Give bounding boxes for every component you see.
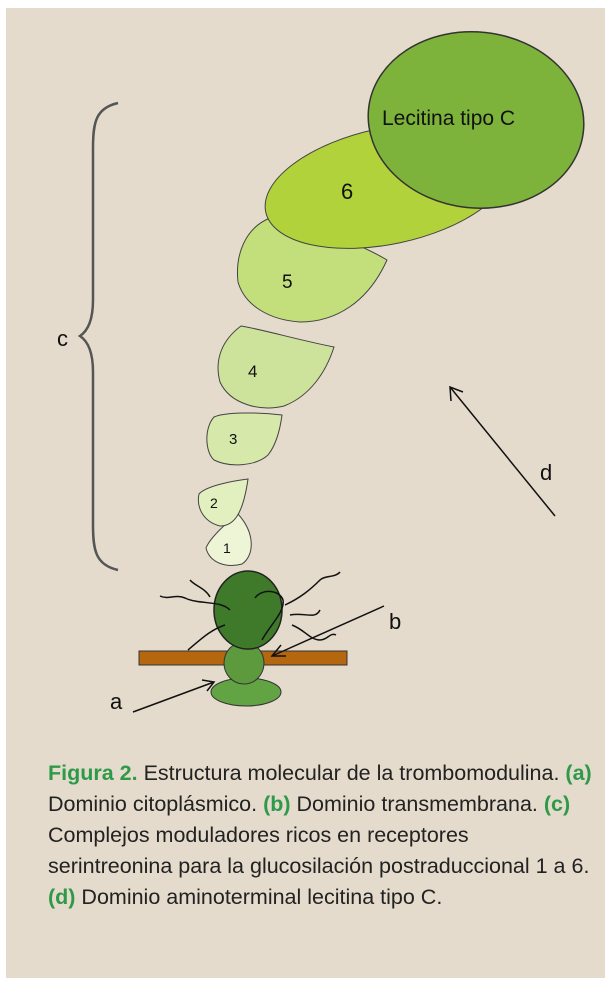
domain-2-label: 2 xyxy=(210,495,218,511)
lectin-label: Lecitina tipo C xyxy=(382,107,515,130)
domain-4-label: 4 xyxy=(248,362,257,381)
domain-5-label: 5 xyxy=(282,272,293,293)
caption-text-a: Dominio citoplásmico. xyxy=(48,792,263,816)
caption-text-d: Dominio aminoterminal lecitina tipo C. xyxy=(75,885,442,909)
domain-3 xyxy=(207,413,282,465)
caption-figure-number: Figura 2. xyxy=(48,761,138,785)
label-d: d xyxy=(540,460,552,485)
caption-text-c: Complejos moduladores ricos en receptore… xyxy=(48,823,589,878)
caption-key-c: (c) xyxy=(544,792,570,816)
arrow-b xyxy=(272,606,384,656)
caption-title: Estructura molecular de la trombomodulin… xyxy=(138,761,566,785)
domain-3-label: 3 xyxy=(229,431,237,448)
caption-key-d: (d) xyxy=(48,885,75,909)
extracellular-globule xyxy=(214,571,282,649)
brace-c xyxy=(80,103,118,570)
arrow-a xyxy=(133,682,214,712)
domain-6-label: 6 xyxy=(341,179,353,204)
arrow-d xyxy=(450,387,555,516)
label-c: c xyxy=(57,326,68,351)
domain-1-label: 1 xyxy=(223,540,231,556)
label-a: a xyxy=(110,689,123,714)
figure-caption: Figura 2. Estructura molecular de la tro… xyxy=(48,758,593,913)
caption-key-a: (a) xyxy=(565,761,591,785)
label-b: b xyxy=(389,609,401,634)
caption-key-b: (b) xyxy=(263,792,290,816)
caption-text-b: Dominio transmembrana. xyxy=(291,792,544,816)
domain-4 xyxy=(218,326,334,408)
